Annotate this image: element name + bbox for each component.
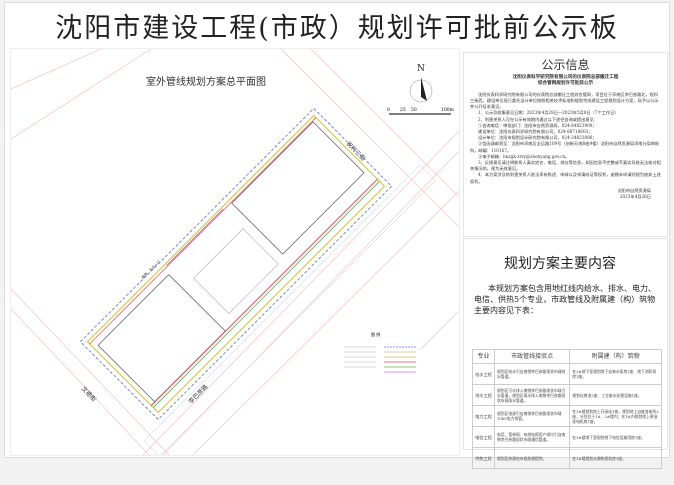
road-label-wende: 文德街 (80, 385, 98, 403)
cell: 规划区污水排入南侧李巴彦路现状市政污水管道，规划区雨水排入南侧李巴彦路现状市政雨… (493, 384, 571, 406)
info-heading: 公示信息 (541, 58, 590, 72)
header-structures: 附属建（构）筑物 (569, 349, 662, 364)
entrance-label: 南侧、主出入口 (140, 258, 161, 279)
info-paragraph: ②信函请邮寄至：沈阳市浑南区全运路109号（创新天地B座9楼）沈阳市自然资源局浑… (470, 141, 660, 153)
north-arrow-needle-icon (421, 77, 427, 101)
plan-content: 规划方案主要内容 本规划方案包含用地红线内给水、排水、电力、电信、供热5个专业，… (463, 238, 668, 469)
plan-table: 专业 市政管线接驳点 附属建（构）筑物 给水工程规划区给水引自南侧李巴彦路现状市… (472, 349, 662, 469)
info-paragraph: ①咨询电话：审批部门：沈阳市自然资源局，024-84823909； (478, 122, 597, 128)
info-subtitle-1: 沈阳仪表科学研究院有限公司的仪表院总部搬迁工程 (512, 75, 619, 80)
info-paragraph: 2、利害关系人可在公示有效期内通过以下途径咨询或提出意见： (478, 116, 598, 122)
info-email: ③电子邮箱：hnzgk-zrzy@shenyang.gov.cn。 (478, 153, 570, 159)
cell: 电力工程 (472, 405, 495, 427)
site-plan-drawing: 室外管线规划方案总平面图 N 0 25 50 100m 祝科三街 文德街 李巴彦… (11, 49, 459, 455)
info-paragraph: 设计单位：沈阳市规划设计研究院有限公司，024-24823086； (478, 135, 597, 141)
cell: 规划区热源由市政热源提供。 (493, 447, 571, 469)
cell: 在3#楼地下室规划地下电信设施用房1座。 (569, 426, 662, 448)
notice-info: 公示信息 沈阳仪表科学研究院有限公司的仪表院总部搬迁工程 综合管网规划许可批前公… (463, 52, 668, 237)
right-panel: 公示信息 沈阳仪表科学研究院有限公司的仪表院总部搬迁工程 综合管网规划许可批前公… (463, 52, 668, 469)
cell: 电信工程 (472, 426, 495, 448)
cell: 在3#地下室规划地下自来水泵房1座、地下消防泵房1座。 (569, 363, 662, 385)
cell: 在3#楼规划地上开闭站1座，规划地上自维变电所2座，分别位于1#、2#楼内；在1… (569, 405, 662, 427)
table-row: 供热工程规划区热源由市政热源提供。在3#楼规划水源热泵机房1座。 (472, 447, 662, 469)
plan-heading: 规划方案主要内容 (504, 256, 616, 272)
cell: 排水工程 (472, 384, 495, 406)
scale-25: 25 (400, 107, 406, 113)
table-row: 排水工程规划区污水排入南侧李巴彦路现状市政污水管道，规划区雨水排入南侧李巴彦路现… (472, 384, 662, 406)
table-header-row: 专业 市政管线接驳点 附属建（构）筑物 (472, 349, 662, 364)
cell: 规划区给水引自南侧李巴彦路现状市政给水管道。 (493, 363, 571, 385)
scale-0: 0 (387, 107, 390, 113)
table-row: 电力工程规划区电源引自南侧李巴彦路现状市政10kV电力排管。在3#楼规划地上开闭… (472, 405, 662, 427)
road-label-libayan: 李巴彦路 (187, 383, 210, 406)
cell: 给水工程 (472, 363, 495, 385)
info-paragraph: 1、公示及收集意见日期：2023年4月28日—2023年5月8日（7个工作日） (478, 110, 619, 116)
legend-title: 图 例 (371, 331, 380, 337)
table-row: 电信工程电话、宽带网、有线电视用户线均引自南侧李巴彦路现状市政通信管道。在3#楼… (472, 426, 662, 448)
map-title: 室外管线规划方案总平面图 (146, 75, 266, 88)
cell: 规划区电源引自南侧李巴彦路现状市政10kV电力排管。 (493, 405, 571, 427)
info-paragraph: 3、反馈意见请注明联系人真实姓名、电话、地址等信息，如因信息不完整或不真实导致无… (470, 160, 661, 172)
header-connection: 市政管线接驳点 (493, 349, 571, 364)
cell: 在3#楼规划水源热泵机房1座。 (569, 447, 662, 469)
info-date: 2023年4月26日 (619, 194, 651, 200)
info-paragraph: 沈阳仪表科学研究院有限公司的仪表院总部搬迁工程综合管网，项目位于浑南区李巴彦路北… (470, 91, 659, 110)
info-paragraph: 建设单位：沈阳仪表科学研究院有限公司，024-88718603； (478, 129, 593, 135)
site-plan-map: 室外管线规划方案总平面图 N 0 25 50 100m 祝科三街 文德街 李巴彦… (10, 48, 460, 456)
cell: 规划化粪池2座、工业废水处理设施1座。 (569, 384, 662, 406)
info-paragraph: 4、本方案涉及的利害关系人依法享有陈述、申辩以及申请听证等权利，逾期未申请则视为… (470, 172, 661, 184)
info-signer: 沈阳市自然资源局 (617, 187, 651, 193)
info-subtitle-2: 综合管网规划许可批前公示 (537, 81, 594, 87)
plan-intro: 本规划方案包含用地红线内给水、排水、电力、电信、供热5个专业，市政管线及附属建（… (474, 284, 656, 315)
scale-100: 100m (441, 107, 455, 113)
board-title: 沈阳市建设工程(市政）规划许可批前公示板 (55, 13, 619, 44)
cell: 供热工程 (472, 447, 495, 469)
map-legend: 图 例 (344, 331, 416, 373)
cell: 电话、宽带网、有线电视用户线均引自南侧李巴彦路现状市政通信管道。 (493, 426, 571, 448)
header-specialty: 专业 (472, 349, 495, 364)
north-label: N (417, 64, 425, 74)
table-row: 给水工程规划区给水引自南侧李巴彦路现状市政给水管道。在3#地下室规划地下自来水泵… (472, 363, 662, 385)
scale-50: 50 (411, 107, 417, 113)
